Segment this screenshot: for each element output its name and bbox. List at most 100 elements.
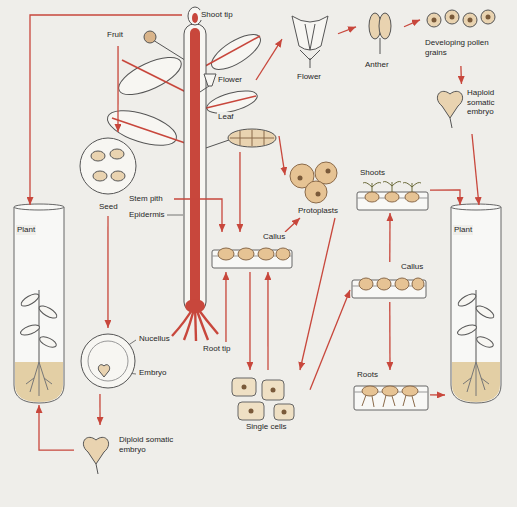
culture-tube bbox=[39, 362, 40, 396]
shoot-dish bbox=[363, 183, 381, 193]
stage-label: Developing pollen grains bbox=[424, 38, 512, 57]
culture-tube bbox=[26, 378, 34, 384]
culture-tube bbox=[456, 292, 477, 309]
embryo-stage: Diploid somatic embryo bbox=[74, 425, 194, 485]
pollen-stage: Developing pollen grains bbox=[420, 6, 514, 66]
flow-arrow bbox=[472, 134, 479, 205]
root-dish bbox=[362, 395, 374, 407]
culture-tube bbox=[38, 335, 58, 350]
pollen-grain bbox=[463, 13, 477, 27]
culture-dish: Callus bbox=[210, 232, 294, 272]
root-dish bbox=[354, 386, 428, 410]
culture-tube bbox=[14, 204, 64, 210]
protoplast-cell bbox=[316, 192, 321, 197]
leaf-vein bbox=[112, 118, 194, 146]
stage-label: Fruit bbox=[106, 30, 124, 40]
culture-tube bbox=[14, 204, 64, 403]
callus-dish bbox=[238, 248, 254, 260]
flow-arrow bbox=[430, 394, 445, 395]
single-cell bbox=[262, 380, 284, 400]
flow-arrow bbox=[39, 405, 74, 450]
connector-group bbox=[30, 15, 479, 450]
flow-arrow bbox=[267, 272, 268, 370]
haploid-embryo-shape bbox=[450, 118, 452, 128]
flow-arrow bbox=[389, 302, 391, 370]
haploid-embryo-shape bbox=[437, 91, 462, 128]
stage-label: Callus bbox=[262, 232, 286, 242]
plant-part: Flower bbox=[204, 72, 256, 88]
root-dish bbox=[362, 395, 415, 407]
callus-dish bbox=[359, 278, 373, 290]
root-system bbox=[185, 299, 205, 313]
plant-part: Fruit bbox=[104, 24, 158, 46]
anther-illustration bbox=[379, 13, 391, 39]
flow-arrow bbox=[338, 27, 356, 34]
flow-arrow bbox=[239, 152, 240, 232]
flower-illustration bbox=[310, 24, 315, 50]
root-dish bbox=[402, 386, 418, 396]
stage-label: Protoplasts bbox=[297, 206, 339, 216]
ovule-section bbox=[88, 341, 128, 381]
flow-arrow bbox=[99, 394, 100, 425]
culture-tube bbox=[451, 207, 501, 403]
single-cell bbox=[249, 409, 254, 414]
callus-dish bbox=[395, 278, 409, 290]
culture-tube bbox=[451, 204, 501, 403]
root-dish bbox=[403, 395, 415, 407]
leaf-vein bbox=[122, 60, 194, 96]
culture-dish: Roots bbox=[352, 370, 430, 418]
culture-tube: Plant bbox=[8, 205, 70, 405]
callus-dish bbox=[218, 248, 234, 260]
single-cell bbox=[271, 388, 276, 393]
flow-arrow bbox=[117, 46, 118, 132]
protoplast-cell bbox=[298, 176, 303, 181]
flower-illustration bbox=[292, 16, 328, 68]
culture-tube bbox=[37, 304, 58, 321]
small-flower bbox=[200, 74, 216, 92]
flow-arrow bbox=[30, 15, 182, 205]
shoot-tip-bud bbox=[192, 13, 198, 23]
flow-arrow bbox=[249, 272, 250, 370]
shoot-dish bbox=[405, 192, 419, 202]
stage-label: Root tip bbox=[202, 344, 232, 354]
culture-tube bbox=[456, 323, 478, 337]
stage-label: Leaf bbox=[217, 112, 235, 122]
stage-label: Plant bbox=[453, 225, 473, 235]
culture-dish: Shoots bbox=[355, 168, 430, 213]
leaf-section bbox=[240, 131, 241, 145]
flow-arrow bbox=[310, 290, 350, 390]
plant-leaf bbox=[206, 28, 265, 76]
pollen-grain bbox=[450, 15, 455, 20]
callus-dish bbox=[412, 278, 424, 290]
flow-arrow bbox=[107, 216, 108, 328]
culture-tube bbox=[19, 323, 41, 337]
fruit bbox=[153, 40, 188, 62]
root-dish bbox=[383, 395, 395, 407]
plant-part: Shoot tip bbox=[182, 4, 258, 26]
protoplast-cell bbox=[305, 181, 327, 203]
culture-tube bbox=[481, 378, 489, 384]
callus-dish bbox=[276, 248, 290, 260]
stage-label: Plant bbox=[16, 225, 36, 235]
flow-arrow bbox=[174, 199, 222, 232]
callus-dish bbox=[352, 278, 426, 298]
haploid-embryo-shape bbox=[437, 91, 462, 118]
single-cell bbox=[274, 404, 294, 420]
callus-dish bbox=[258, 248, 274, 260]
stage-label: Shoots bbox=[359, 168, 386, 178]
leaf-section bbox=[264, 131, 265, 145]
leaf-vein bbox=[198, 36, 260, 70]
flower-stage: Flower bbox=[282, 8, 338, 86]
culture-tube bbox=[19, 290, 58, 362]
single-cell bbox=[238, 402, 264, 420]
shoot-dish bbox=[365, 192, 379, 202]
culture-tube bbox=[456, 290, 495, 362]
stage-label: Diploid somatic embryo bbox=[118, 435, 192, 454]
flower-illustration bbox=[300, 50, 320, 60]
shoot-dish bbox=[385, 192, 399, 202]
protoplast-cell bbox=[326, 169, 331, 174]
root-system bbox=[172, 299, 218, 341]
culture-tube bbox=[467, 362, 476, 392]
fruit bbox=[144, 31, 188, 62]
